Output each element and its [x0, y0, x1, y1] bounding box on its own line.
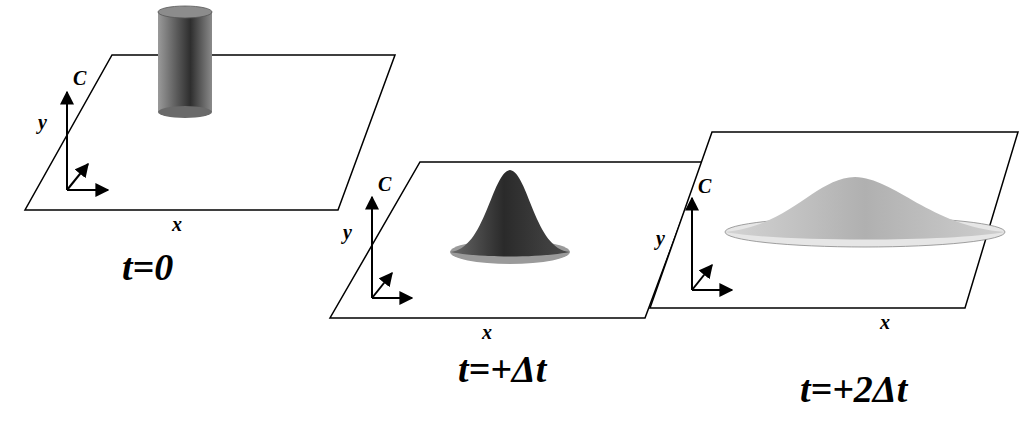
time-caption: t=0: [122, 248, 173, 286]
axis-label: C: [698, 176, 711, 196]
time-caption: t=+Δt: [458, 350, 546, 388]
axis-label: x: [172, 214, 182, 234]
axis-label: y: [656, 228, 665, 248]
panel-plane: [650, 132, 1018, 308]
panel-plane: [25, 6, 395, 210]
axis-label: y: [343, 222, 352, 242]
panel-plane: [330, 162, 703, 318]
axis-label: y: [38, 112, 47, 132]
axis-label: x: [880, 312, 890, 332]
axis-label: x: [482, 322, 492, 342]
time-caption: t=+2Δt: [800, 370, 907, 408]
axis-label: C: [73, 68, 86, 88]
axis-label: C: [378, 174, 391, 194]
